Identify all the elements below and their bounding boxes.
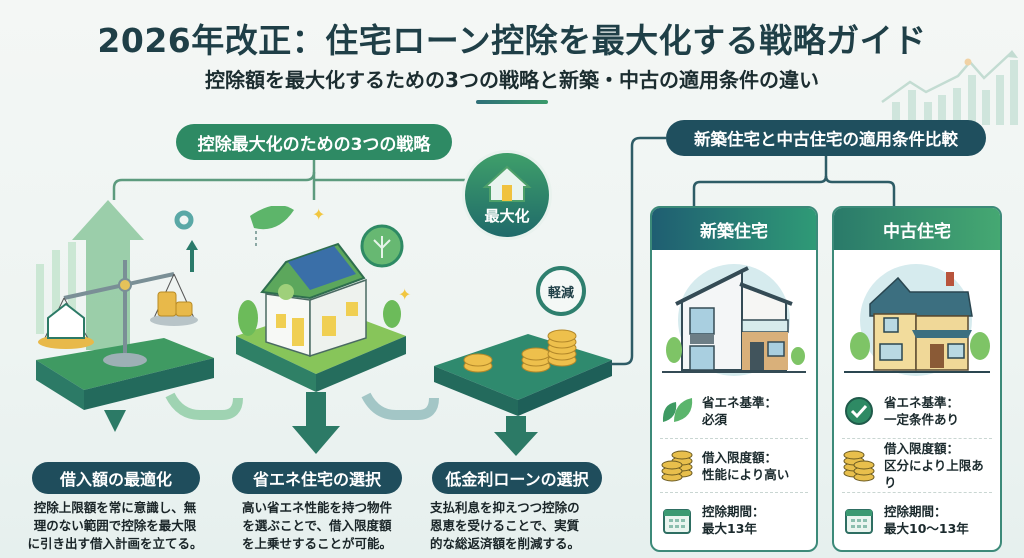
strategy-label-borrowing: 借入額の最適化 [32,462,200,494]
growth-chart-decoration [881,50,1018,125]
solar-house-illustration: ✦ ✦ [236,206,411,454]
title-divider [476,100,548,104]
traditional-house-illustration [834,250,1000,384]
strategy-label-eco-house: 省エネ住宅の選択 [232,462,402,494]
svg-text:✦: ✦ [312,206,325,224]
strategy-desc-borrowing: 控除上限額を常に意識し、無 理のない範囲で控除を最大限 に引き出す借入計画を立て… [27,500,203,551]
row-borrowing-limit: 借入限度額：性能により高い [660,438,808,492]
strategy-desc-low-rate: 支払利息を抑えつつ控除の 恩恵を受けることで、実質 的な総返済額を削減する。 [430,500,581,551]
card-new-house: 新築住宅 省エネ基準：必須 [650,206,818,552]
page-subtitle: 控除額を最大化するための3つの戦略と新築・中古の適用条件の違い [205,68,819,92]
modern-house-illustration [652,250,816,384]
leaf-icon [660,394,694,428]
row-energy-standard: 省エネ基準：一定条件あり [842,384,992,438]
check-icon [842,394,876,428]
card-title-used-house: 中古住宅 [834,208,1000,250]
coins-icon [660,449,694,483]
strategy-connectors [112,160,470,420]
strategy-label-low-rate: 低金利ローンの選択 [432,462,602,494]
card-rows-new-house: 省エネ基準：必須 借入限度額：性能により高い 控除期間：最大13年 [652,384,816,546]
calendar-icon [842,503,876,537]
svg-text:✦: ✦ [398,285,411,304]
scale-illustration [36,200,214,432]
maximize-label: 最大化 [484,206,530,225]
calendar-icon [660,503,694,537]
card-rows-used-house: 省エネ基準：一定条件あり 借入限度額：区分により上限あり 控除期間：最大10〜1… [834,384,1000,546]
row-deduction-period: 控除期間：最大13年 [660,492,808,546]
row-energy-standard: 省エネ基準：必須 [660,384,808,438]
maximize-badge: 最大化 [462,150,552,240]
coins-icon [842,449,876,483]
card-used-house: 中古住宅 省エネ基準：一定条件あり [832,206,1002,552]
page-title: 2026年改正：住宅ローン控除を最大化する戦略ガイド [97,21,927,60]
coins-platform-illustration [434,329,612,456]
reduce-label: 軽減 [547,285,574,301]
strategy-desc-eco-house: 高い省エネ性能を持つ物件 を選ぶことで、借入限度額 を上乗せすることが可能。 [241,500,392,551]
comparison-connectors [610,136,896,366]
card-title-new-house: 新築住宅 [652,208,816,250]
row-deduction-period: 控除期間：最大10〜13年 [842,492,992,546]
row-borrowing-limit: 借入限度額：区分により上限あり [842,438,992,492]
comparison-section-label: 新築住宅と中古住宅の適用条件比較 [666,120,986,156]
strategies-section-label: 控除最大化のための3つの戦略 [176,124,452,160]
house-icon [482,165,532,202]
reduce-badge: 軽減 [536,266,586,316]
